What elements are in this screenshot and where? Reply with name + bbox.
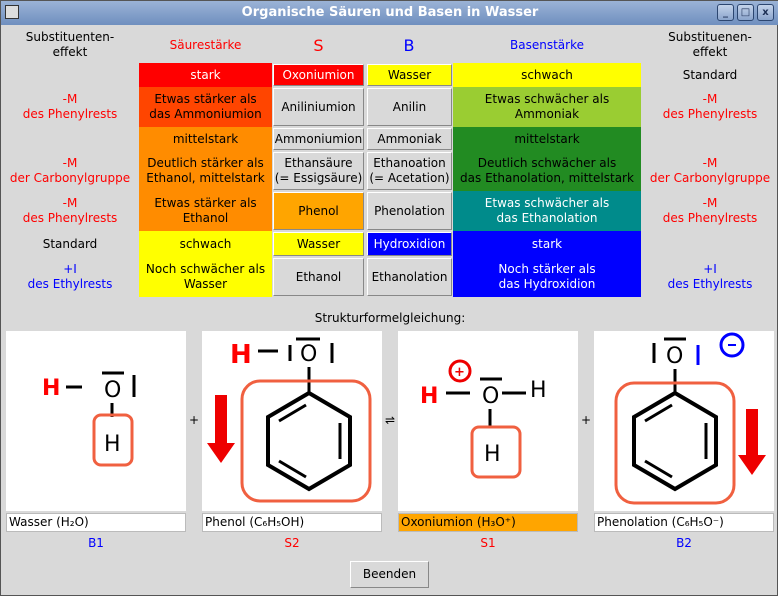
- header-s: S: [313, 35, 324, 55]
- label-phenolate: Phenolation (C₆H₅O⁻): [594, 513, 774, 532]
- svg-text:H: H: [230, 340, 252, 370]
- acid-strength-cell: Etwas stärker als Ethanol: [139, 191, 272, 231]
- base-strength-cell: Deutlich schwächer als das Ethanolation,…: [453, 151, 641, 191]
- substituent-effect-right: [641, 127, 778, 151]
- base-strength-cell: Etwas schwächer als Ammoniak: [453, 87, 641, 127]
- base-strength-cell: Noch stärker als das Hydroxidion: [453, 257, 641, 297]
- window-title: Organische Säuren und Basen in Wasser: [241, 5, 539, 20]
- base-strength-cell: mittelstark: [453, 127, 641, 151]
- svg-text:O: O: [104, 378, 121, 403]
- svg-text:O: O: [300, 342, 317, 367]
- base-button[interactable]: Anilin: [367, 88, 452, 126]
- tag-s2: S2: [284, 536, 300, 550]
- acid-strength-cell: stark: [139, 63, 272, 87]
- svg-text:H: H: [104, 432, 121, 457]
- acid-button[interactable]: Wasser: [273, 232, 364, 256]
- equilibrium-sign: ⇌: [384, 413, 396, 427]
- acid-strength-cell: Etwas stärker als das Ammoniumion: [139, 87, 272, 127]
- svg-text:H: H: [420, 384, 438, 409]
- quit-button[interactable]: Beenden: [350, 561, 429, 588]
- header-substituent-right: Substituenen- effekt: [668, 30, 752, 59]
- svg-text:O: O: [666, 344, 683, 369]
- oxonium-structure-icon: + H O H H: [420, 359, 547, 479]
- acid-strength-cell: Noch schwächer als Wasser: [139, 257, 272, 297]
- label-oxonium: Oxoniumion (H₃O⁺): [398, 513, 578, 532]
- header-base-strength: Basenstärke: [510, 37, 584, 52]
- acid-strength-cell: Deutlich stärker als Ethanol, mittelstar…: [139, 151, 272, 191]
- tag-b2: B2: [676, 536, 692, 550]
- structure-water: H O H: [6, 331, 186, 511]
- phenolate-structure-icon: O: [614, 332, 766, 505]
- header-substituent-left: Substituenten- effekt: [25, 30, 115, 59]
- acid-strength-cell: mittelstark: [139, 127, 272, 151]
- structure-phenolate: O: [594, 331, 774, 511]
- substituent-effect-left: +I des Ethylrests: [27, 262, 113, 291]
- header-acid-strength: Säurestärke: [169, 37, 242, 52]
- phenol-structure-icon: H O: [207, 337, 372, 503]
- acid-button[interactable]: Phenol: [273, 192, 364, 230]
- acid-button[interactable]: Ammoniumion: [273, 128, 364, 150]
- close-button[interactable]: x: [757, 4, 774, 21]
- base-button[interactable]: Hydroxidion: [367, 232, 452, 256]
- tag-b1: B1: [88, 536, 104, 550]
- svg-text:+: +: [454, 365, 465, 380]
- base-button[interactable]: Ammoniak: [367, 128, 452, 150]
- substituent-effect-right: +I des Ethylrests: [667, 262, 753, 291]
- base-button[interactable]: Phenolation: [367, 192, 452, 230]
- base-button[interactable]: Ethanoation (= Acetation): [367, 152, 452, 190]
- label-phenol: Phenol (C₆H₅OH): [202, 513, 382, 532]
- base-strength-cell: stark: [453, 231, 641, 257]
- label-water: Wasser (H₂O): [6, 513, 186, 532]
- structure-phenol: H O: [202, 331, 382, 511]
- equation-title: Strukturformelgleichung:: [314, 310, 466, 325]
- substituent-effect-left: [1, 127, 139, 151]
- substituent-effect-right: Standard: [682, 67, 738, 82]
- header-b: B: [403, 35, 415, 55]
- acid-button[interactable]: Aniliniumion: [273, 88, 364, 126]
- acid-button[interactable]: Oxoniumion: [273, 64, 364, 86]
- substituent-effect-right: -M der Carbonylgruppe: [649, 156, 771, 185]
- base-strength-cell: Etwas schwächer als das Ethanolation: [453, 191, 641, 231]
- substituent-effect-left: -M des Phenylrests: [22, 92, 118, 121]
- plus-sign: +: [188, 413, 200, 427]
- acid-button[interactable]: Ethansäure (= Essigsäure): [273, 152, 364, 190]
- svg-text:H: H: [484, 442, 501, 467]
- plus-sign: +: [580, 413, 592, 427]
- window-menu-icon[interactable]: [5, 5, 19, 19]
- base-button[interactable]: Wasser: [367, 64, 452, 86]
- substituent-effect-left: -M des Phenylrests: [22, 196, 118, 225]
- minimize-button[interactable]: _: [717, 4, 734, 21]
- substituent-effect-left: -M der Carbonylgruppe: [9, 156, 131, 185]
- substituent-effect-right: [641, 231, 778, 257]
- substituent-effect-left: Standard: [42, 236, 98, 251]
- base-button[interactable]: Ethanolation: [367, 258, 452, 296]
- structure-oxonium: + H O H H: [398, 331, 578, 511]
- svg-text:H: H: [530, 378, 547, 403]
- base-strength-cell: schwach: [453, 63, 641, 87]
- substituent-effect-right: -M des Phenylrests: [662, 196, 758, 225]
- acid-button[interactable]: Ethanol: [273, 258, 364, 296]
- svg-text:H: H: [42, 376, 60, 401]
- tag-s1: S1: [480, 536, 496, 550]
- svg-text:O: O: [482, 384, 499, 409]
- water-structure-icon: H O H: [42, 371, 136, 467]
- substituent-effect-left: [1, 63, 139, 87]
- substituent-effect-right: -M des Phenylrests: [662, 92, 758, 121]
- maximize-button[interactable]: □: [737, 4, 754, 21]
- title-bar: Organische Säuren und Basen in Wasser _ …: [1, 1, 778, 25]
- acid-strength-cell: schwach: [139, 231, 272, 257]
